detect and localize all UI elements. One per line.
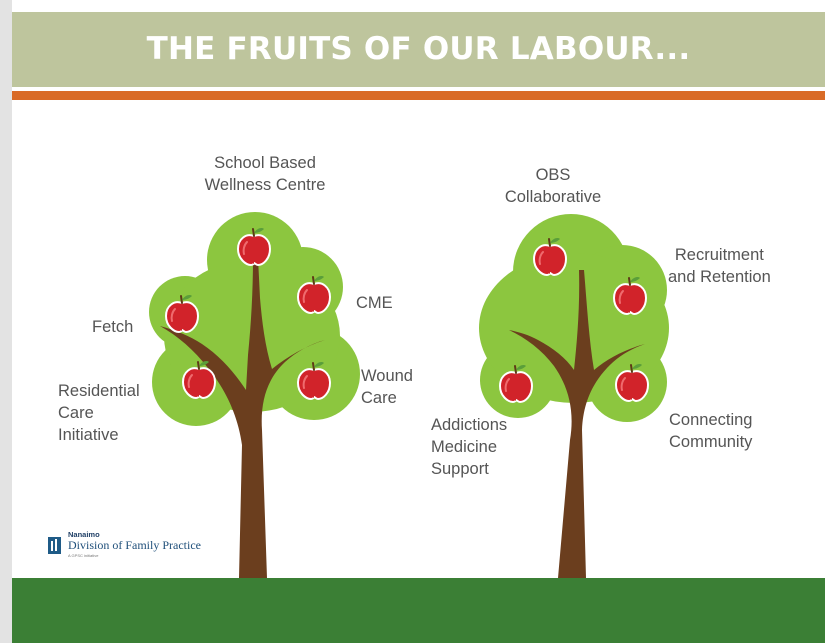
title-banner: THE FRUITS OF OUR LABOUR... — [12, 12, 825, 87]
label-fetch: Fetch — [92, 318, 134, 336]
label-school-based-wellness: School Based Wellness Centre — [204, 154, 326, 194]
logo-name: Division of Family Practice — [68, 538, 201, 552]
logo-icon — [48, 537, 61, 554]
label-recruitment-retention: Recruitment and Retention — [668, 246, 771, 286]
label-residential-care: Residential Care Initiative — [58, 382, 140, 444]
slide-title: THE FRUITS OF OUR LABOUR... — [146, 31, 691, 67]
ground-strip — [12, 578, 825, 643]
label-wound-care: Wound Care — [361, 367, 413, 407]
label-cme: CME — [356, 294, 393, 312]
tree-left — [149, 212, 360, 578]
label-connecting-community: Connecting Community — [669, 411, 753, 451]
logo-tagline: A GPSC initiative — [68, 553, 99, 558]
accent-bar — [12, 91, 825, 100]
label-addictions-medicine: Addictions Medicine Support — [431, 416, 508, 478]
trunk-left — [160, 258, 325, 578]
logo-city: Nanaimo — [68, 530, 100, 539]
label-obs-collaborative: OBS Collaborative — [504, 166, 602, 206]
left-strip — [0, 0, 12, 643]
trunk-right — [509, 270, 645, 578]
division-logo: Nanaimo Division of Family Practice A GP… — [32, 518, 214, 564]
tree-right — [479, 214, 669, 578]
